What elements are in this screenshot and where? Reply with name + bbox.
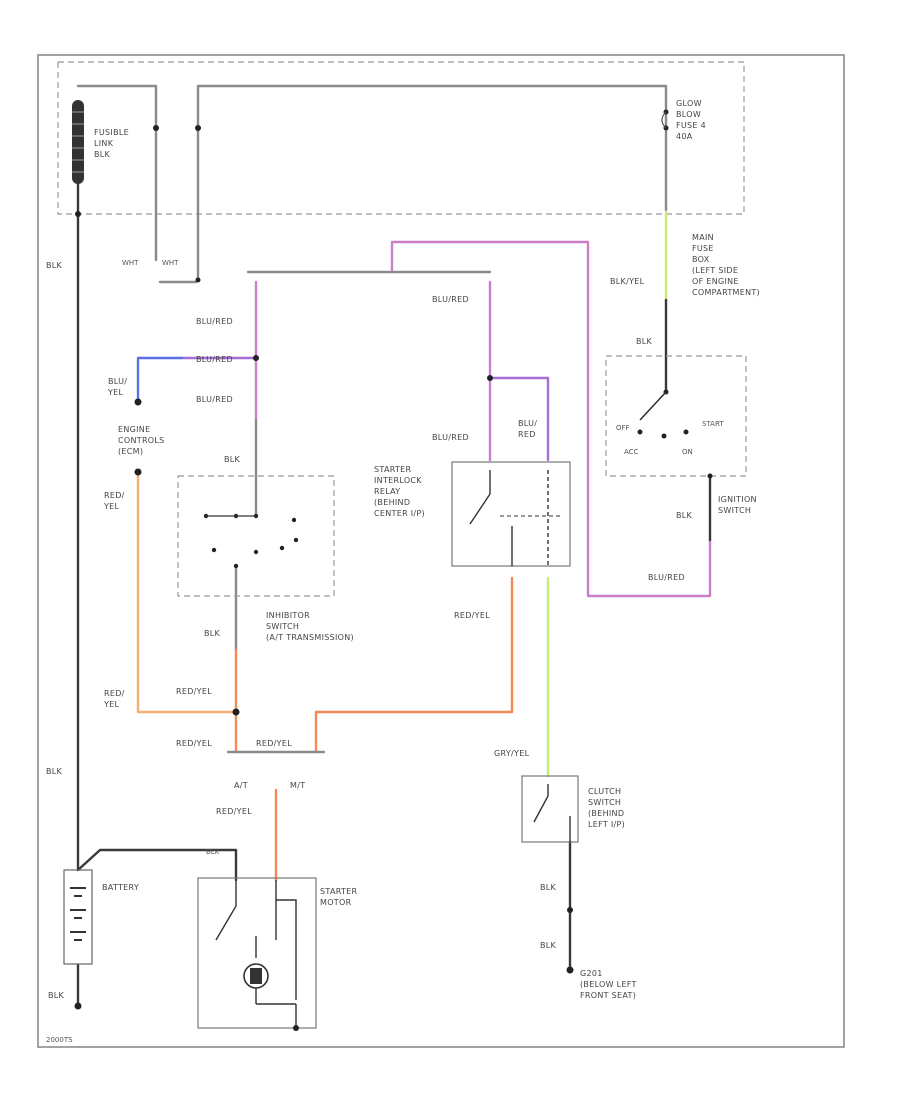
label-blk-ign: BLK: [676, 511, 693, 520]
inhibitor-switch-contacts: [203, 513, 299, 569]
ignition-switch-box: [605, 355, 747, 477]
starter-motor-internals: [215, 880, 297, 1028]
label-blu-red-1: BLU/RED: [196, 317, 233, 326]
label-red-yel-d: RED/YEL: [216, 807, 252, 816]
label-red-yel-left2: RED/ YEL: [103, 689, 128, 709]
wire-red-yel-relay: [314, 576, 514, 754]
label-blk-yel: BLK/YEL: [610, 277, 645, 286]
label-ign-on: ON: [682, 448, 693, 456]
label-gry-yel: GRY/YEL: [494, 749, 530, 758]
label-starter-relay: STARTER INTERLOCK RELAY (BEHIND CENTER I…: [374, 465, 425, 518]
label-red-yel-relay: RED/YEL: [454, 611, 490, 620]
starter-relay-box: [451, 461, 571, 567]
label-footer: 2000TS: [46, 1036, 73, 1044]
label-blk-nsw: BLK: [224, 455, 241, 464]
battery-symbol: [63, 869, 93, 965]
label-red-yel-c: RED/YEL: [256, 739, 292, 748]
label-blk-ign-top: BLK: [636, 337, 653, 346]
label-clutch-switch: CLUTCH SWITCH (BEHIND LEFT I/P): [588, 787, 627, 829]
wire-fusible-to-top: [76, 84, 158, 212]
glow-fuse: [661, 109, 669, 131]
label-red-yel-b: RED/YEL: [176, 739, 212, 748]
label-inhibitor-switch: INHIBITOR SWITCH (A/T TRANSMISSION): [266, 611, 354, 642]
clutch-switch-contacts: [533, 784, 571, 842]
fusible-link: [72, 100, 84, 184]
label-ign-acc: ACC: [624, 448, 639, 456]
diagram-frame: [37, 54, 845, 1048]
label-blk-clutch2: BLK: [540, 941, 557, 950]
label-blu-red-3: BLU/RED: [196, 395, 233, 404]
splice-nodes: [74, 125, 574, 1031]
label-whtr-left: WHT: [122, 259, 139, 267]
label-blu-red-sw: BLU/RED: [648, 573, 685, 582]
label-whtr-right: WHT: [162, 259, 179, 267]
label-at: A/T: [234, 781, 248, 790]
label-battery: BATTERY: [102, 883, 139, 892]
label-blu-red-4: BLU/RED: [432, 433, 469, 442]
inhibitor-switch-box: [177, 475, 335, 597]
label-mt: M/T: [290, 781, 305, 790]
label-fusible-link: FUSIBLE LINK BLK: [94, 128, 132, 159]
label-red-yel-left: RED/ YEL: [103, 491, 128, 511]
label-ign-off: OFF: [616, 424, 630, 432]
label-blk-inhib-out: BLK: [204, 629, 221, 638]
wire-top-bus: [196, 84, 668, 212]
label-ground: G201 (BELOW LEFT FRONT SEAT): [580, 969, 640, 1000]
label-red-yel-a: RED/YEL: [176, 687, 212, 696]
label-engine-controls: ENGINE CONTROLS (ECM): [118, 425, 167, 456]
label-glow-fuse: GLOW BLOW FUSE 4 40A: [676, 99, 709, 141]
label-blu-red-relay: BLU/ RED: [518, 419, 540, 439]
wire-blu-yel-tap: [136, 356, 184, 404]
label-blk-main2: BLK: [46, 767, 63, 776]
clutch-switch-box: [521, 775, 579, 843]
label-blk-bat-top: BLK: [206, 848, 220, 856]
starter-motor-box: [197, 877, 317, 1029]
label-ign-start: START: [702, 420, 724, 428]
wire-purple-top: [390, 240, 712, 598]
label-blk-main: BLK: [46, 261, 63, 270]
wire-blu-red-relay: [488, 376, 550, 462]
label-blu-red-2: BLU/RED: [196, 355, 233, 364]
label-blk-bat: BLK: [48, 991, 65, 1000]
label-blu-yel: BLU/ YEL: [107, 377, 130, 397]
ignition-switch-contacts: [637, 389, 713, 479]
label-blu-red-top: BLU/RED: [432, 295, 469, 304]
label-ignition-switch: IGNITION SWITCH: [718, 495, 760, 515]
wire-bat-starter: [76, 848, 238, 882]
fuse-box-outline: [57, 61, 745, 215]
label-main-fuse-box: MAIN FUSE BOX (LEFT SIDE OF ENGINE COMPA…: [692, 233, 760, 297]
wire-fuse-box-feed: [154, 208, 200, 284]
wire-red-yel-ecm: [136, 470, 238, 714]
starter-relay-contacts: [469, 470, 560, 566]
label-blk-clutch1: BLK: [540, 883, 557, 892]
label-starter-motor: STARTER MOTOR: [320, 887, 360, 907]
